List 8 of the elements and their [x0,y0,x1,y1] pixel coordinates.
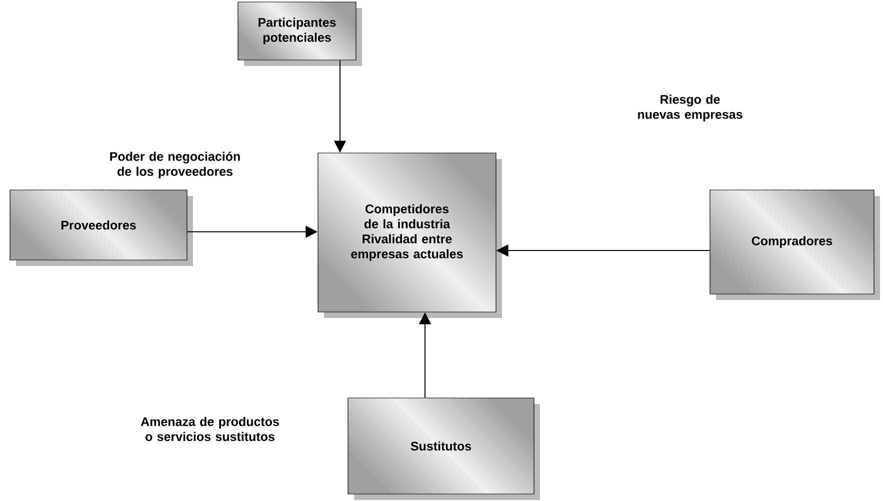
annotation-text: Amenaza de productos o servicios sustitutos [140,416,279,442]
process-box: Sustitutos [348,398,540,500]
process-box: Participantes potenciales [238,2,362,66]
annotation-text: Poder de negociación de los proveedores [110,152,240,178]
process-box: Competidores de la industria Rivalidad entre empresas actuales [318,152,502,318]
process-box: Proveedores [10,190,193,266]
annotation-text: Riesgo de nuevas empresas [638,94,742,122]
process-box: Compradores [710,190,880,300]
